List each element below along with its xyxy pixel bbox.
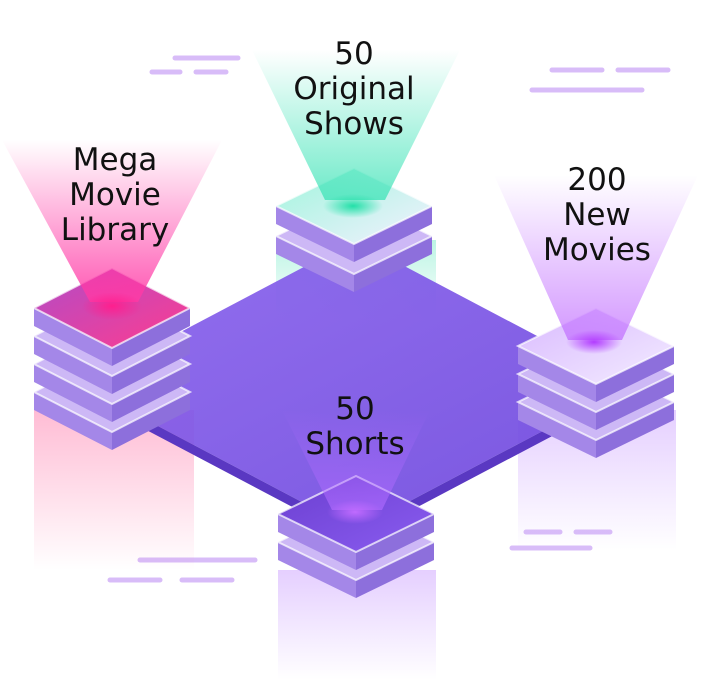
shorts-server-side-left [278, 514, 356, 570]
library-label-line: Library [60, 212, 170, 248]
shows-label-line: 50 [334, 36, 374, 72]
movies-label-line: 200 [567, 162, 627, 198]
movies-server-side-left [518, 374, 596, 430]
movies-server-side-right [596, 374, 674, 430]
shows-spot [323, 194, 383, 218]
library-beam [2, 140, 222, 302]
shorts-label: 50 Shorts [270, 392, 440, 462]
shows-server-side-right [354, 236, 432, 292]
shorts-server-side-right [356, 542, 434, 598]
library-server-side-right [112, 308, 190, 366]
shows-server-side-left [276, 206, 354, 262]
movies-label: 200 New Movies [512, 163, 682, 268]
shorts-spot [327, 500, 383, 524]
library-label-line: Movie [69, 177, 161, 213]
library-server-side-left [34, 336, 112, 394]
movies-label-line: New [563, 197, 631, 233]
movies-spot [566, 330, 622, 354]
shows-server-side-right [354, 206, 432, 262]
shows-label-line: Original [293, 71, 415, 107]
library-label: Mega Movie Library [30, 143, 200, 248]
shows-server-side-left [276, 236, 354, 292]
library-server-side-right [112, 364, 190, 422]
movies-server-side-right [596, 346, 674, 402]
movies-beam [494, 175, 698, 340]
shows-label: 50 Original Shows [268, 37, 440, 142]
movies-server-side-left [518, 402, 596, 458]
shorts-server-side-right [356, 514, 434, 570]
shows-label-line: Shows [304, 106, 404, 142]
library-spot [82, 292, 142, 320]
shorts-beam [282, 410, 430, 510]
shorts-label-line: 50 [335, 391, 375, 427]
library-label-line: Mega [72, 142, 158, 178]
library-server-side-left [34, 308, 112, 366]
movies-server-side-right [596, 402, 674, 458]
library-server-side-left [34, 364, 112, 422]
library-server-side-left [34, 392, 112, 450]
shows-beam [252, 50, 460, 200]
library-server-side-right [112, 392, 190, 450]
library-server-side-right [112, 336, 190, 394]
movies-server-side-left [518, 346, 596, 402]
shorts-server-side-left [278, 542, 356, 598]
movies-label-line: Movies [543, 232, 651, 268]
shorts-label-line: Shorts [305, 426, 405, 462]
